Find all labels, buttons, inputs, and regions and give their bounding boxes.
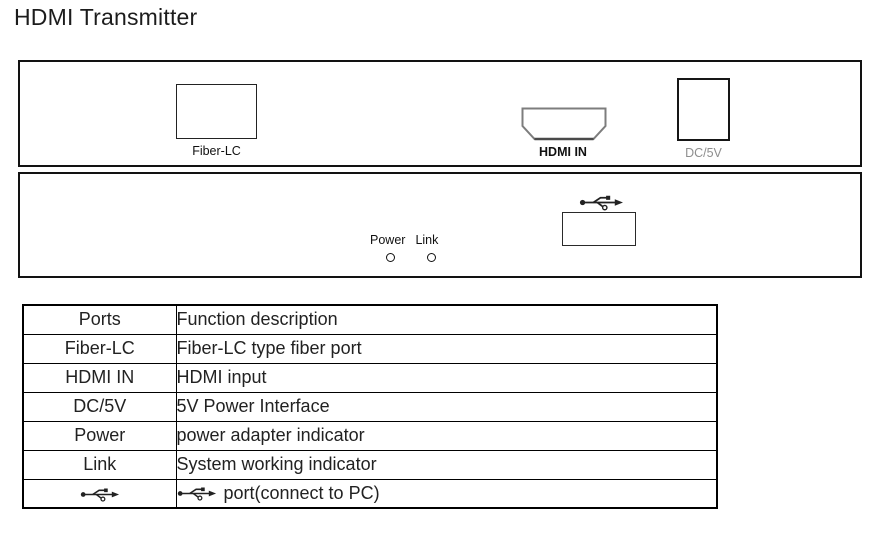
table-header-row: Ports Function description — [22, 304, 718, 335]
dc-5v-label: DC/5V — [685, 146, 722, 160]
port-cell — [22, 478, 177, 509]
description-cell: 5V Power Interface — [175, 391, 718, 422]
table-header-ports: Ports — [22, 304, 177, 335]
power-label: Power — [370, 233, 406, 247]
usb-icon — [80, 488, 119, 502]
ports-table: Ports Function description Fiber-LC Fibe… — [22, 304, 718, 509]
port-cell: HDMI IN — [22, 362, 177, 393]
usb-icon — [177, 487, 216, 501]
link-label: Link — [415, 233, 439, 247]
description-cell: power adapter indicator — [175, 420, 718, 451]
description-cell: System working indicator — [175, 449, 718, 480]
port-cell: DC/5V — [22, 391, 177, 422]
table-header-description: Function description — [175, 304, 718, 335]
table-row-power: Power power adapter indicator — [22, 420, 718, 451]
table-row-link: Link System working indicator — [22, 449, 718, 480]
page-title: HDMI Transmitter — [14, 4, 198, 30]
back-panel-diagram: Fiber-LC HDMI IN DC/5V — [18, 60, 862, 167]
link-led-indicator — [427, 253, 436, 262]
usb-description-text: port(connect to PC) — [223, 482, 380, 503]
description-cell: HDMI input — [175, 362, 718, 393]
description-cell: Fiber-LC type fiber port — [175, 333, 718, 364]
usb-icon — [579, 195, 623, 211]
description-cell: port(connect to PC) — [175, 478, 718, 509]
usb-port — [562, 212, 636, 246]
hdmi-in-label: HDMI IN — [539, 145, 587, 159]
table-row-hdmi-in: HDMI IN HDMI input — [22, 362, 718, 393]
fiber-lc-label: Fiber-LC — [192, 144, 241, 158]
port-cell: Link — [22, 449, 177, 480]
port-cell: Power — [22, 420, 177, 451]
indicator-labels: Power Link — [370, 233, 438, 247]
table-row-dc-5v: DC/5V 5V Power Interface — [22, 391, 718, 422]
table-row-fiber-lc: Fiber-LC Fiber-LC type fiber port — [22, 333, 718, 364]
table-row-usb: port(connect to PC) — [22, 478, 718, 509]
dc-5v-port — [677, 78, 730, 141]
power-led-indicator — [386, 253, 395, 262]
front-panel-diagram: Power Link — [18, 172, 862, 278]
fiber-lc-port — [176, 84, 257, 139]
port-cell: Fiber-LC — [22, 333, 177, 364]
hdmi-in-port — [521, 107, 607, 141]
